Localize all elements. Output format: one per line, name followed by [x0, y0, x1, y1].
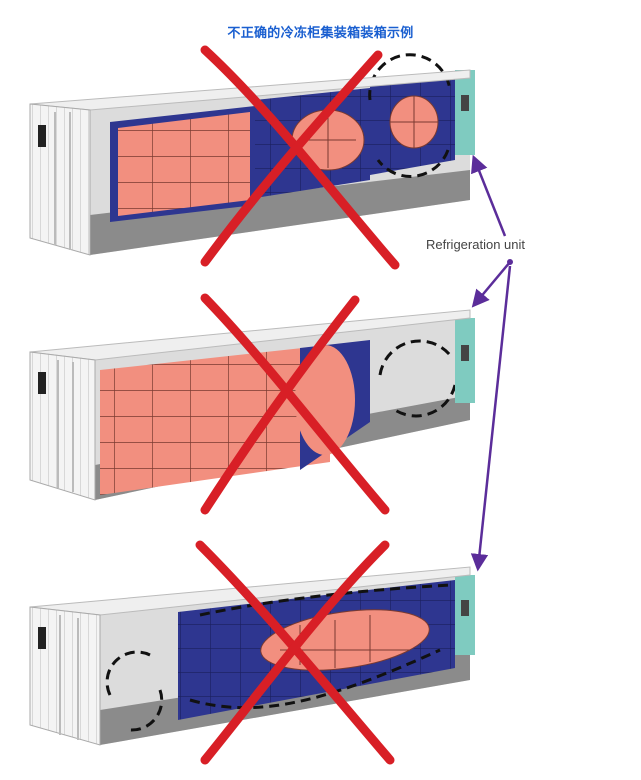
incorrect-cross-1: [200, 45, 400, 270]
annotation-arrow-2: [471, 261, 511, 308]
unit-panel: [461, 345, 469, 361]
unit-panel: [461, 95, 469, 111]
airflow-arrows: [378, 339, 457, 418]
refrigeration-unit-label: Refrigeration unit: [426, 237, 525, 252]
container-doors: [29, 351, 96, 501]
incorrect-cross-3: [195, 540, 395, 765]
door-label: [38, 627, 46, 649]
incorrect-cross-2: [200, 293, 390, 515]
container-example-3: [29, 566, 475, 746]
annotation-arrow-3: [470, 265, 512, 572]
page-title: 不正确的冷冻柜集装箱装箱示例: [227, 26, 414, 41]
cargo-stack-2: [255, 88, 370, 198]
container-example-2: [29, 309, 475, 501]
annotation-arrow-1: [471, 154, 507, 237]
refrigeration-unit-annotation: Refrigeration unit: [426, 154, 525, 572]
cargo-stack-long: [100, 340, 370, 495]
door-label: [38, 372, 46, 394]
cargo-stack-1: [110, 106, 255, 222]
container-floor: [90, 170, 470, 255]
container-doors: [29, 606, 101, 746]
airflow-arrows: [105, 583, 451, 732]
unit-panel: [461, 600, 469, 616]
container-example-1: [29, 53, 475, 256]
door-label: [38, 125, 46, 147]
refrigeration-unit: [455, 70, 475, 155]
